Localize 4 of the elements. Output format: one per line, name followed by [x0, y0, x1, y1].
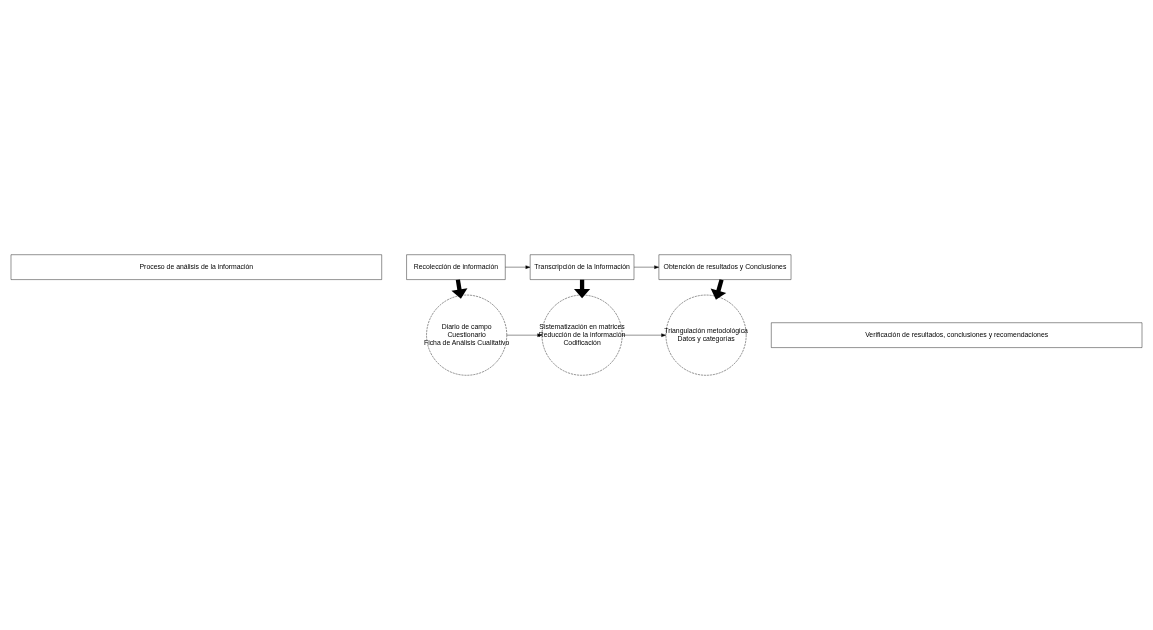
- arrow: [633, 265, 659, 269]
- arrow: [505, 265, 531, 269]
- arrow: [622, 333, 667, 337]
- arrow: [506, 333, 543, 337]
